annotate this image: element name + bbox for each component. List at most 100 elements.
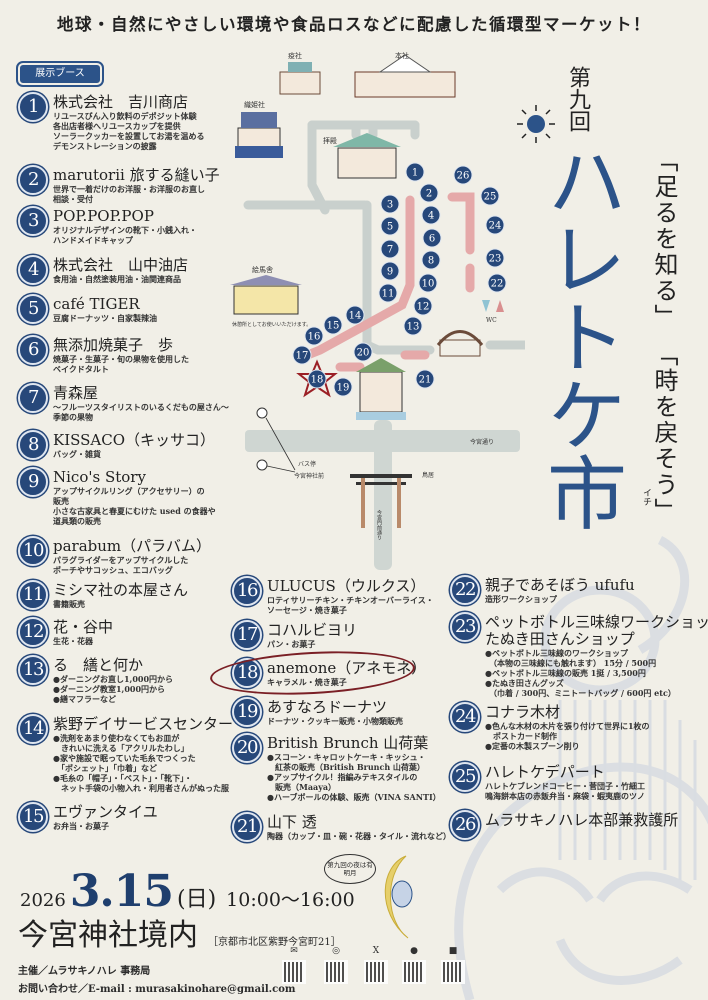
booth-number-badge: 12 bbox=[18, 617, 48, 647]
booth-description: ソーラークッカーを設置してお湯を温める bbox=[53, 131, 205, 141]
monzen-road bbox=[374, 420, 392, 570]
booth-name: コハルビヨリ bbox=[267, 621, 358, 639]
line-icon[interactable]: ■ bbox=[448, 946, 458, 956]
event-datetime: 2026 3.15 (日) 10:00～16:00 bbox=[20, 870, 355, 914]
map-marker-number: 23 bbox=[489, 254, 502, 265]
qr-code[interactable] bbox=[441, 960, 465, 984]
booth-number-badge: 20 bbox=[232, 733, 262, 763]
booth-name: 山下 透 bbox=[267, 813, 317, 831]
venue-name: 今宮神社境内 bbox=[18, 918, 198, 953]
booth-description: オリジナルデザインの靴下・小銭入れ・ bbox=[53, 225, 197, 235]
booth-description: 生花・花器 bbox=[53, 636, 93, 646]
booth-number-badge: 23 bbox=[450, 612, 480, 642]
booth-description: 鳴海餅本店の赤飯弁当・麻袋・蝦夷鹿のツノ bbox=[485, 791, 645, 801]
booth-description: パラグライダーをアップサイクルした bbox=[53, 555, 189, 565]
map-marker-number: 9 bbox=[387, 267, 393, 278]
booth-description: ●家や施設で眠っていた毛糸でつくった bbox=[53, 753, 196, 763]
booth-description: ●毛糸の「帽子」・「ベスト」・「靴下」・ bbox=[53, 773, 193, 783]
qr-code[interactable] bbox=[324, 960, 348, 984]
booth-description: 相談・受付 bbox=[53, 194, 93, 204]
map-marker-number: 18 bbox=[311, 375, 324, 386]
facebook-icon[interactable]: ● bbox=[410, 946, 418, 956]
map-marker-number: 20 bbox=[357, 348, 370, 359]
map-marker-number: 24 bbox=[489, 221, 502, 232]
map-marker-14 bbox=[345, 305, 365, 325]
booth-name: ミシマ社の本屋さん bbox=[53, 581, 189, 599]
booth-name-line2: たぬき田さんショップ bbox=[485, 630, 635, 648]
map-marker-24 bbox=[485, 215, 505, 235]
torii bbox=[350, 474, 412, 528]
qr-code[interactable] bbox=[402, 960, 426, 984]
instagram-icon[interactable]: ◎ bbox=[332, 946, 340, 956]
map-label-wc: WC bbox=[486, 317, 497, 324]
map-marker-20 bbox=[353, 342, 373, 362]
booth-description: 道具類の販売 bbox=[53, 516, 101, 526]
booth-number-badge: 24 bbox=[450, 702, 480, 732]
booth-description: 小さな古家具と春夏にむけた used の食器や bbox=[53, 506, 216, 516]
map-marker-12 bbox=[413, 296, 433, 316]
map-label-monzen: 今宮門前通り bbox=[376, 509, 382, 541]
booth-description: ●洗剤をあまり使わなくてもお皿が bbox=[53, 733, 180, 743]
contact-email[interactable]: お問い合わせ／E-mail : murasakinohare@gmail.com bbox=[18, 984, 296, 995]
gate-building bbox=[356, 358, 406, 420]
x-icon[interactable]: X bbox=[372, 946, 380, 956]
map-marker-number: 2 bbox=[426, 189, 432, 200]
qr-code[interactable] bbox=[282, 960, 306, 984]
booth-description: お弁当・お菓子 bbox=[53, 821, 109, 831]
map-marker-number: 1 bbox=[412, 168, 418, 179]
booth-description: 季節の果物 bbox=[53, 412, 93, 422]
map-label-ekisha: 疫社 bbox=[288, 51, 302, 60]
map-marker-11 bbox=[378, 283, 398, 303]
booth-description: ロティサリーチキン・チキンオーバーライス・ bbox=[267, 595, 434, 605]
bus-stop-icons bbox=[256, 407, 296, 473]
map-marker-6 bbox=[422, 228, 442, 248]
booth-description: ●ペットボトル三味線の販売 1挺 / 3,500円 bbox=[485, 668, 646, 678]
map-marker-13 bbox=[403, 316, 423, 336]
venue-address: ［京都市北区紫野今宮町21］ bbox=[208, 937, 341, 948]
map-gray-paths bbox=[243, 120, 525, 355]
booth-name: British Brunch 山荷葉 bbox=[267, 734, 429, 752]
booth-name: KISSACO（キッサコ） bbox=[53, 431, 216, 449]
booth-description: ●ハーブボールの体験、販売（VINA SANTI） bbox=[267, 792, 441, 802]
map-label-emasha: 絵馬舎 bbox=[252, 265, 273, 274]
moon-speech-bubble: 第九回の夜は有明月 bbox=[324, 854, 376, 884]
booth-name: ハレトケデパート bbox=[485, 763, 605, 781]
booth-description: 「ポシェット」「巾着」など bbox=[53, 763, 157, 773]
map-marker-number: 16 bbox=[308, 332, 321, 343]
booth-number-badge: 16 bbox=[232, 576, 262, 606]
slogan-2: 「時を戻そう」 bbox=[650, 342, 678, 524]
booth-name: る 繕と何か bbox=[53, 656, 144, 674]
qr-code[interactable] bbox=[364, 960, 388, 984]
haiden-building bbox=[333, 133, 401, 179]
booth-number-badge: 13 bbox=[18, 655, 48, 685]
tagline: 地球・自然にやさしい環境や食品ロスなどに配慮した循環型マーケット！ bbox=[57, 15, 651, 34]
event-date: 3.15 bbox=[69, 866, 174, 917]
booth-number-badge: 26 bbox=[450, 810, 480, 840]
booth-name: marutorii 旅する縫い子 bbox=[53, 166, 220, 184]
map-marker-number: 6 bbox=[429, 234, 435, 245]
booth-description: ●たぬき田さんグッズ bbox=[485, 678, 564, 688]
map-rest-note: 休憩所としてお使いいただけます。 bbox=[232, 321, 311, 328]
booth-description: ドーナツ・クッキー販売・小物類販売 bbox=[267, 716, 403, 726]
booth-number-badge: 8 bbox=[18, 430, 48, 460]
booth-description: ポストカード制作 bbox=[485, 731, 557, 741]
booth-name: ペットボトル三味線ワークショップ bbox=[485, 613, 708, 631]
booth-number-badge: 10 bbox=[18, 536, 48, 566]
mail-icon[interactable]: ✉ bbox=[290, 946, 298, 956]
map-marker-number: 12 bbox=[417, 302, 430, 313]
booth-description: ●アップサイクル！指編みテキスタイルの bbox=[267, 772, 418, 782]
map-label-haiden: 拝殿 bbox=[323, 136, 337, 145]
booth-description: ハレトケブレンドコーヒー・菅団子・竹細工 bbox=[485, 781, 645, 791]
event-year: 2026 bbox=[20, 890, 66, 911]
booth-name: POP.POP.POP bbox=[53, 207, 154, 225]
map-marker-23 bbox=[485, 248, 505, 268]
